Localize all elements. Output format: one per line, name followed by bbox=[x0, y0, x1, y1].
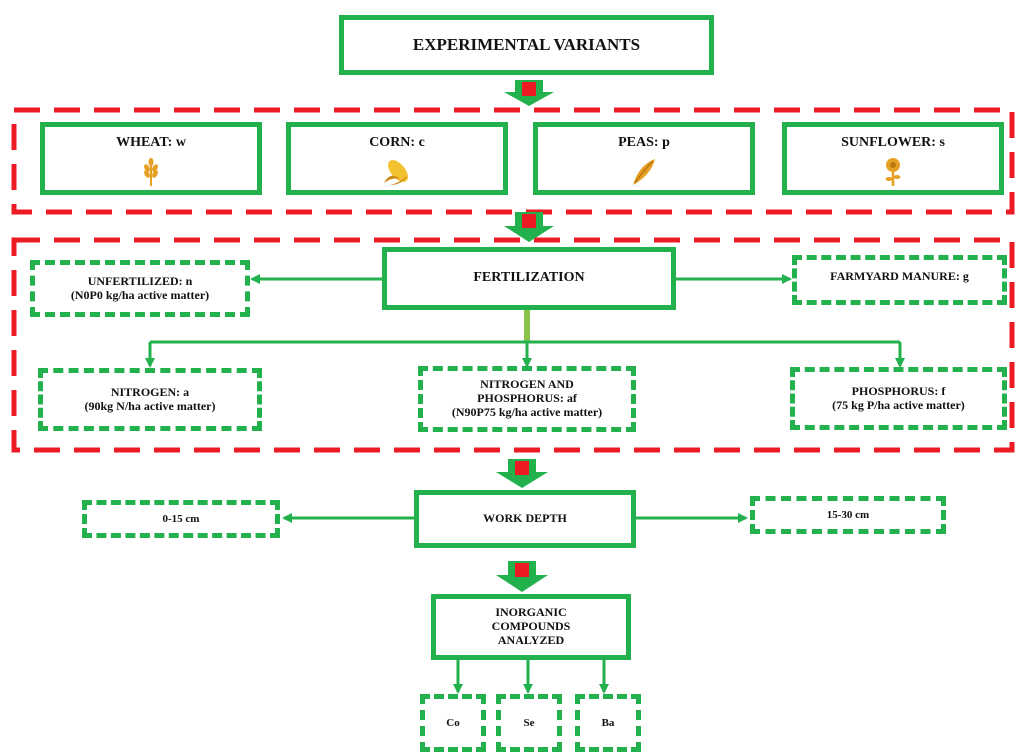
flow-arrow-work-depth-to-inorganic bbox=[496, 561, 548, 592]
flow-arrow-fertilization-to-work-depth bbox=[496, 459, 548, 488]
element-box-co: Co bbox=[420, 694, 486, 752]
inorganic-line1: INORGANIC bbox=[495, 605, 567, 620]
unfertilized-dose: (N0P0 kg/ha active matter) bbox=[70, 287, 210, 302]
fertilization-label: FERTILIZATION bbox=[473, 270, 585, 286]
nitrogen-phosphorus-box: NITROGEN AND PHOSPHORUS: af (N90P75 kg/h… bbox=[418, 366, 636, 432]
nitrogen-box: NITROGEN: a (90kg N/ha active matter) bbox=[38, 368, 262, 431]
fertilization-box: FERTILIZATION bbox=[382, 247, 676, 310]
shallow-depth-label: 0-15 cm bbox=[162, 512, 200, 525]
phosphorus-dose: (75 kg P/ha active matter) bbox=[832, 397, 965, 412]
inorganic-line3: ANALYZED bbox=[497, 632, 565, 647]
inorganic-line2: COMPOUNDS bbox=[491, 619, 571, 634]
fertilization-group-frame bbox=[11, 237, 1015, 453]
pea-pod-icon bbox=[633, 159, 655, 186]
wheat-icon bbox=[144, 158, 158, 187]
element-label-se: Se bbox=[523, 716, 535, 729]
phosphorus-label: PHOSPHORUS: f bbox=[851, 383, 946, 398]
corn-icon bbox=[384, 160, 408, 186]
np-dose: (N90P75 kg/ha active matter) bbox=[451, 404, 603, 419]
element-box-ba: Ba bbox=[575, 694, 641, 752]
shallow-depth-box: 0-15 cm bbox=[82, 500, 280, 538]
crops-group-frame bbox=[11, 107, 1015, 215]
crop-label-corn: CORN: c bbox=[369, 135, 425, 150]
unfertilized-box: UNFERTILIZED: n (N0P0 kg/ha active matte… bbox=[30, 260, 250, 317]
nitrogen-dose: (90kg N/ha active matter) bbox=[84, 398, 216, 413]
crop-box-wheat: WHEAT: w bbox=[40, 122, 262, 195]
element-box-se: Se bbox=[496, 694, 562, 752]
crop-label-sunflower: SUNFLOWER: s bbox=[841, 135, 945, 150]
work-depth-label: WORK DEPTH bbox=[483, 511, 567, 526]
crop-label-peas: PEAS: p bbox=[618, 135, 670, 150]
crop-box-sunflower: SUNFLOWER: s bbox=[782, 122, 1004, 195]
work-depth-box: WORK DEPTH bbox=[414, 490, 636, 548]
page-title: EXPERIMENTAL VARIANTS bbox=[412, 35, 641, 55]
unfertilized-label: UNFERTILIZED: n bbox=[87, 273, 193, 288]
flow-arrow-title-to-crops bbox=[504, 80, 554, 106]
deep-depth-box: 15-30 cm bbox=[750, 496, 946, 534]
crop-label-wheat: WHEAT: w bbox=[116, 135, 186, 150]
manure-box: FARMYARD MANURE: g bbox=[792, 255, 1007, 305]
crop-box-peas: PEAS: p bbox=[533, 122, 755, 195]
inorganic-compounds-box: INORGANIC COMPOUNDS ANALYZED bbox=[431, 594, 631, 660]
manure-label: FARMYARD MANURE: g bbox=[830, 269, 969, 283]
np-label-line2: PHOSPHORUS: af bbox=[477, 391, 577, 406]
element-label-ba: Ba bbox=[601, 716, 615, 729]
np-label-line1: NITROGEN AND bbox=[480, 377, 574, 392]
deep-depth-label: 15-30 cm bbox=[826, 508, 870, 521]
crop-box-corn: CORN: c bbox=[286, 122, 508, 195]
flow-arrow-crops-to-fertilization bbox=[504, 212, 554, 242]
element-label-co: Co bbox=[446, 716, 460, 729]
phosphorus-box: PHOSPHORUS: f (75 kg P/ha active matter) bbox=[790, 367, 1007, 430]
title-box: EXPERIMENTAL VARIANTS bbox=[339, 15, 714, 75]
nitrogen-label: NITROGEN: a bbox=[110, 384, 190, 399]
sunflower-icon bbox=[885, 158, 901, 187]
